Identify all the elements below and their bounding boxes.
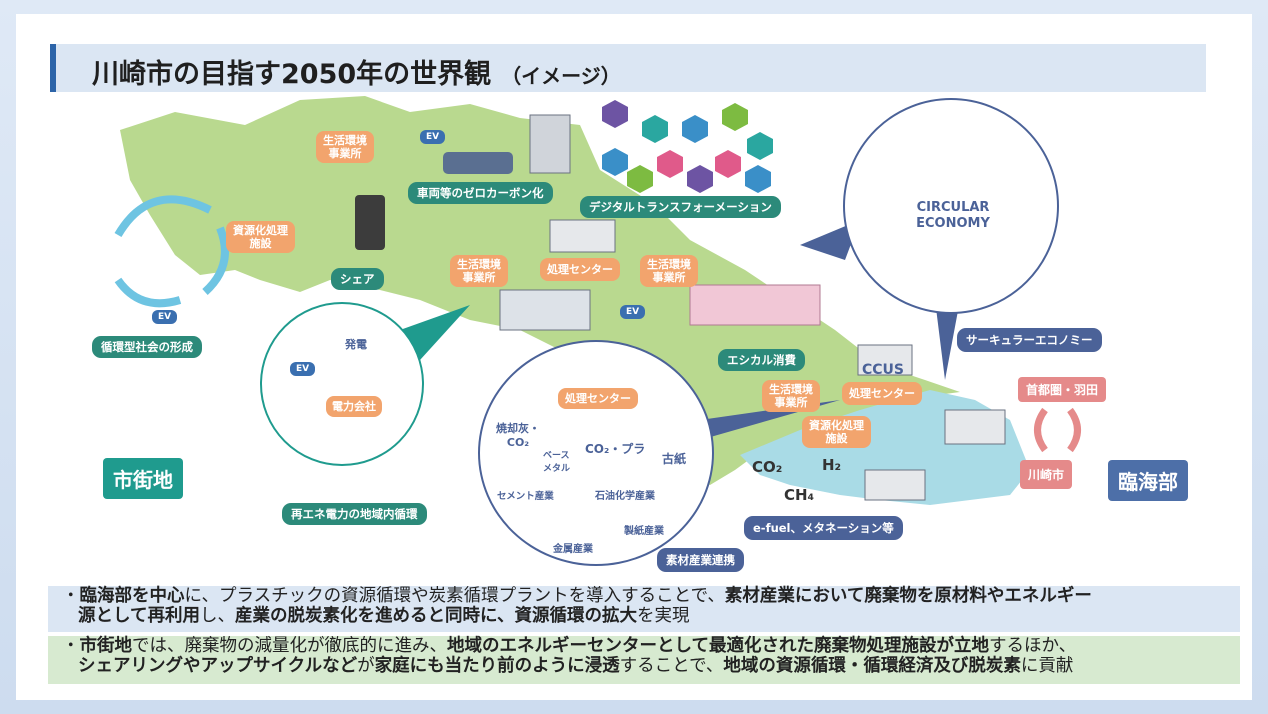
note-rinkai-line-2: 源として再利用し、産業の脱炭素化を進めると同時に、資源循環の拡大を実現	[78, 606, 690, 626]
label-gas-ch4: CH₄	[784, 486, 815, 504]
label-zero-carbon: 車両等のゼロカーボン化	[408, 182, 553, 204]
label-koshi: 古紙	[662, 452, 687, 466]
cycle-arc-bottom	[114, 277, 182, 308]
label-sozai: 素材産業連携	[657, 548, 744, 572]
label-ccus: CCUS	[862, 362, 904, 378]
label-seishi: 製紙産業	[624, 526, 664, 537]
note-shigaichi-line-2: シェアリングやアップサイクルなどが家庭にも当たり前のように浸透することで、地域の…	[78, 656, 1074, 676]
label-kinzoku: 金属産業	[553, 544, 593, 555]
dx-icon-cluster	[602, 100, 773, 193]
label-base-metal: ベース メタル	[543, 451, 571, 474]
exchange-arrow-up	[1067, 407, 1081, 453]
ev-tag-left: EV	[152, 310, 178, 324]
callout-pointer-energy	[400, 305, 470, 360]
label-gas-h2: H₂	[822, 456, 842, 474]
label-seikatsu-4: 生活環境 事業所	[762, 380, 820, 412]
label-denryoku: 電力会社	[326, 396, 382, 417]
label-share: シェア	[331, 268, 384, 290]
title-subtitle: （イメージ）	[501, 64, 621, 88]
industry-circle	[478, 340, 714, 566]
label-rinkai: 臨海部	[1108, 460, 1188, 501]
label-ethical: エシカル消費	[718, 349, 805, 371]
note-shigaichi: ・市街地では、廃棄物の減量化が徹底的に進み、地域のエネルギーセンターとして最適化…	[48, 636, 1240, 684]
label-circular: サーキュラーエコノミー	[957, 328, 1102, 352]
label-co2-pla: CO₂・プラ	[585, 442, 646, 456]
label-sekiyu: 石油化学産業	[595, 491, 655, 502]
note-rinkai-line-1: ・臨海部を中心に、プラスチックの資源循環や炭素循環プラントを導入することで、素材…	[62, 586, 1092, 606]
label-hatsuden: 発電	[345, 338, 367, 351]
energy-circle	[260, 302, 424, 466]
label-seikatsu-3: 生活環境 事業所	[640, 255, 698, 287]
ev-tag-energy: EV	[290, 362, 316, 376]
ev-tag-mid: EV	[620, 305, 646, 319]
market-stalls	[689, 284, 821, 326]
label-shori-2: 処理センター	[558, 388, 638, 409]
callout-pointer-circular-lower	[935, 300, 960, 380]
phone-illustration	[355, 195, 385, 250]
circular-economy-circle	[843, 98, 1059, 314]
label-shokyakubai: 焼却灰・ CO₂	[496, 422, 540, 449]
label-shutoken: 首都圏・羽田	[1018, 377, 1107, 402]
note-rinkai: ・臨海部を中心に、プラスチックの資源循環や炭素循環プラントを導入することで、素材…	[48, 586, 1240, 632]
label-dx: デジタルトランスフォーメーション	[580, 196, 781, 218]
port-factory-2	[864, 469, 926, 501]
label-efuel: e-fuel、メタネーション等	[744, 516, 903, 540]
bus	[443, 152, 513, 174]
label-kawasaki: 川崎市	[1020, 460, 1073, 489]
label-cement: セメント産業	[497, 491, 554, 502]
cycle-arc-right	[202, 226, 229, 295]
label-shori-1: 処理センター	[540, 258, 620, 281]
label-seikatsu-2: 生活環境 事業所	[450, 255, 508, 287]
center-building	[549, 219, 616, 253]
page-title: 川崎市の目指す2050年の世界観 （イメージ）	[92, 52, 621, 91]
port-factory	[944, 409, 1006, 445]
label-seikatsu-1: 生活環境 事業所	[316, 131, 374, 163]
ev-tag-top: EV	[420, 130, 446, 144]
label-shigaichi: 市街地	[103, 458, 183, 499]
label-junkan: 循環型社会の形成	[92, 336, 202, 358]
ccus-plant	[857, 344, 913, 376]
title-main: 川崎市の目指す2050年の世界観	[92, 59, 492, 90]
label-shigenka-1: 資源化処理 施設	[226, 221, 295, 253]
label-shori-3: 処理センター	[842, 382, 922, 405]
title-bar	[50, 44, 1206, 92]
office-building	[529, 114, 571, 174]
title-accent-bar	[50, 44, 56, 92]
note-shigaichi-line-1: ・市街地では、廃棄物の減量化が徹底的に進み、地域のエネルギーセンターとして最適化…	[62, 636, 1077, 656]
label-gas-co2: CO₂	[752, 458, 783, 476]
label-saiene: 再エネ電力の地域内循環	[282, 503, 427, 525]
cycle-arc-top	[114, 195, 212, 238]
exchange-arrow-down	[1034, 407, 1048, 453]
house-block	[499, 289, 591, 331]
label-shigenka-2: 資源化処理 施設	[802, 416, 871, 448]
